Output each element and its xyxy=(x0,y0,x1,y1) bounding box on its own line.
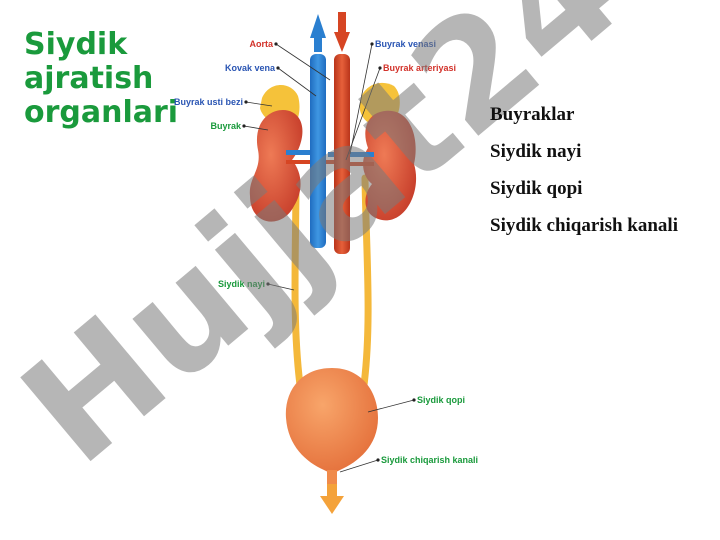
right-renal-artery xyxy=(346,162,374,166)
right-ureter xyxy=(360,174,372,389)
title-line-1: Siydik xyxy=(24,27,128,62)
label-siydik-nayi: Siydik nayi xyxy=(218,279,265,289)
label-kovak-vena: Kovak vena xyxy=(225,63,276,73)
artery-down-arrow xyxy=(334,12,350,52)
label-siydik-qopi: Siydik qopi xyxy=(417,395,465,405)
left-ureter xyxy=(291,174,304,389)
term-siydik-chiqarish-kanali: Siydik chiqarish kanali xyxy=(490,215,678,236)
label-buyrak: Buyrak xyxy=(210,121,242,131)
label-aorta: Aorta xyxy=(249,39,273,49)
urethra xyxy=(327,470,337,484)
title-line-3: organlari xyxy=(24,95,179,130)
label-buyrak-arteriyasi: Buyrak arteriyasi xyxy=(383,63,456,73)
label-siydik-chiqarish-kanali: Siydik chiqarish kanali xyxy=(381,455,478,465)
left-renal-vein xyxy=(286,150,316,155)
term-siydik-qopi: Siydik qopi xyxy=(490,178,583,199)
title-line-2: ajratish xyxy=(24,61,154,96)
left-kidney xyxy=(249,110,303,222)
vena-cava xyxy=(310,54,326,248)
leader-lines xyxy=(242,42,416,473)
bladder xyxy=(285,368,378,474)
vein-up-arrow xyxy=(310,14,326,52)
term-list: Buyraklar Siydik nayi Siydik qopi Siydik… xyxy=(490,96,678,244)
slide-title: Siydik ajratish organlari xyxy=(24,28,178,130)
term-buyraklar: Buyraklar xyxy=(490,104,575,125)
outflow-arrow xyxy=(320,484,344,514)
right-renal-vein xyxy=(328,152,374,157)
label-buyrak-venasi: Buyrak venasi xyxy=(375,39,436,49)
term-siydik-nayi: Siydik nayi xyxy=(490,141,582,162)
aorta xyxy=(334,54,350,254)
label-buyrak-usti-bezi: Buyrak usti bezi xyxy=(174,97,243,107)
right-kidney xyxy=(363,110,417,221)
